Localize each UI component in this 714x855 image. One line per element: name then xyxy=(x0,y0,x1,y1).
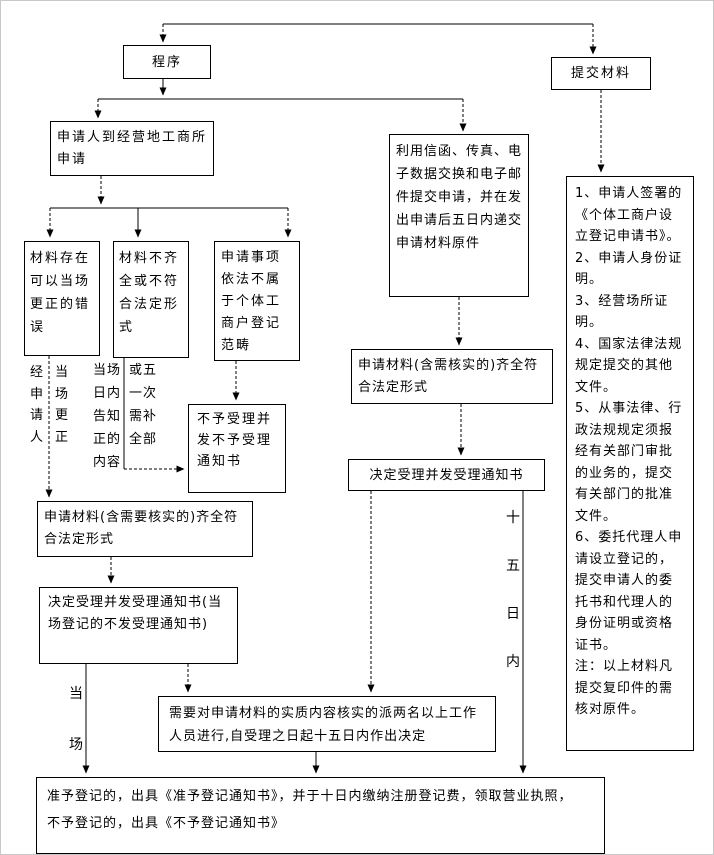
node-incomplete-label: 材料不齐全或不符合法定形式 xyxy=(119,251,180,335)
materials-item: 5、从事法律、行政法规规定须报经有关部门审批的业务的，提交有关部门的批准文件。 xyxy=(575,401,683,524)
materials-item: 2、申请人身份证明。 xyxy=(575,250,683,288)
node-material-ok-mid: 申请材料(含需核实的)齐全符合法定形式 xyxy=(351,349,553,404)
onsite-char: 当 xyxy=(69,686,83,702)
inform-left-row: 正的 xyxy=(93,432,122,447)
fifteen-days-char: 日 xyxy=(506,606,520,622)
fifteen-days-char: 五 xyxy=(506,558,520,574)
node-not-in-scope-label: 申请事项依法不属于个体工商户登记范畴 xyxy=(221,250,282,353)
node-not-in-scope: 申请事项依法不属于个体工商户登记范畴 xyxy=(214,241,300,361)
node-accept-mid: 决定受理并发受理通知书 xyxy=(348,459,545,491)
node-submit-materials-label: 提交材料 xyxy=(570,66,631,81)
node-error-correctable: 材料存在可以当场更正的错误 xyxy=(24,241,100,356)
node-verify-label: 需要对申请材料的实质内容核实的派两名以上工作人员进行,自受理之日起十五日内作出决… xyxy=(169,706,478,744)
edge-label-onsite: 当 场 xyxy=(69,683,83,754)
inform-left-row: 告知 xyxy=(93,409,122,424)
fifteen-days-char: 十 xyxy=(506,510,520,526)
node-incomplete: 材料不齐全或不符合法定形式 xyxy=(113,241,189,358)
node-reject-label: 不予受理并发不予受理通知书 xyxy=(197,412,273,469)
node-procedure-label: 程序 xyxy=(151,54,182,70)
node-final-decision: 准予登记的，出具《准予登记通知书》，并于十日内缴纳注册登记费，领取营业执照， 不… xyxy=(36,777,605,854)
node-mail-apply-label: 利用信函、传真、电子数据交换和电子邮件提交申请，并在发出申请后五日内递交申请材料… xyxy=(396,144,523,251)
node-submit-materials: 提交材料 xyxy=(551,57,651,90)
materials-item: 1、申请人签署的《个体工商户设立登记申请书》。 xyxy=(575,186,683,244)
edge-label-inform-right: 或五 一次 需补 全部 xyxy=(129,359,159,451)
inform-left-row: 日内 xyxy=(93,386,122,401)
inform-right-row: 一次 xyxy=(129,386,158,401)
node-apply-onsite-label: 申请人到经营地工商所申请 xyxy=(57,130,208,167)
inform-left-row: 当场 xyxy=(93,363,122,378)
materials-list-panel: 1、申请人签署的《个体工商户设立登记申请书》。 2、申请人身份证明。 3、经营场… xyxy=(566,176,694,751)
node-accept-left-label: 决定受理并发受理通知书(当场登记的不发受理通知书) xyxy=(48,595,223,632)
node-reject: 不予受理并发不予受理通知书 xyxy=(188,404,286,493)
materials-item: 3、经营场所证明。 xyxy=(575,293,669,331)
onsite-char: 场 xyxy=(69,737,83,753)
edge-label-fifteen-days: 十 五 日 内 xyxy=(506,507,520,671)
node-mail-apply: 利用信函、传真、电子数据交换和电子邮件提交申请，并在发出申请后五日内递交申请材料… xyxy=(389,134,529,297)
fifteen-days-char: 内 xyxy=(506,654,520,670)
inform-right-row: 全部 xyxy=(129,432,158,447)
node-verify: 需要对申请材料的实质内容核实的派两名以上工作人员进行,自受理之日起十五日内作出决… xyxy=(158,696,496,752)
node-accept-left: 决定受理并发受理通知书(当场登记的不发受理通知书) xyxy=(39,587,238,664)
inform-left-row: 内容 xyxy=(93,455,122,470)
node-accept-mid-label: 决定受理并发受理通知书 xyxy=(369,467,524,483)
edge-label-via-applicant: 经申请人 xyxy=(30,365,44,445)
edge-label-inform-left: 当场 日内 告知 正的 内容 xyxy=(93,359,123,474)
inform-right-row: 或五 xyxy=(129,363,158,378)
node-material-ok-left-label: 申请材料(含需要核实的)齐全符合法定形式 xyxy=(44,510,239,547)
final-line-1: 准予登记的，出具《准予登记通知书》，并于十日内缴纳注册登记费，领取营业执照， xyxy=(47,789,573,804)
final-line-2: 不予登记的，出具《不予登记通知书》 xyxy=(47,816,286,831)
inform-right-row: 需补 xyxy=(129,409,158,424)
materials-item: 6、委托代理人申请设立登记的，提交申请人的委托书和代理人的身份证明或资格证书。 xyxy=(575,530,683,653)
node-apply-onsite: 申请人到经营地工商所申请 xyxy=(50,121,214,176)
materials-item: 4、国家法律法规规定提交的其他文件。 xyxy=(575,336,683,395)
node-procedure: 程序 xyxy=(123,45,211,79)
materials-item: 注：以上材料凡提交复印件的需核对原件。 xyxy=(575,659,674,717)
node-material-ok-mid-label: 申请材料(含需核实的)齐全符合法定形式 xyxy=(358,358,539,395)
edge-label-onsite-fix: 当场更正 xyxy=(55,365,69,445)
node-material-ok-left: 申请材料(含需要核实的)齐全符合法定形式 xyxy=(37,501,253,557)
node-error-correctable-label: 材料存在可以当场更正的错误 xyxy=(30,251,91,335)
